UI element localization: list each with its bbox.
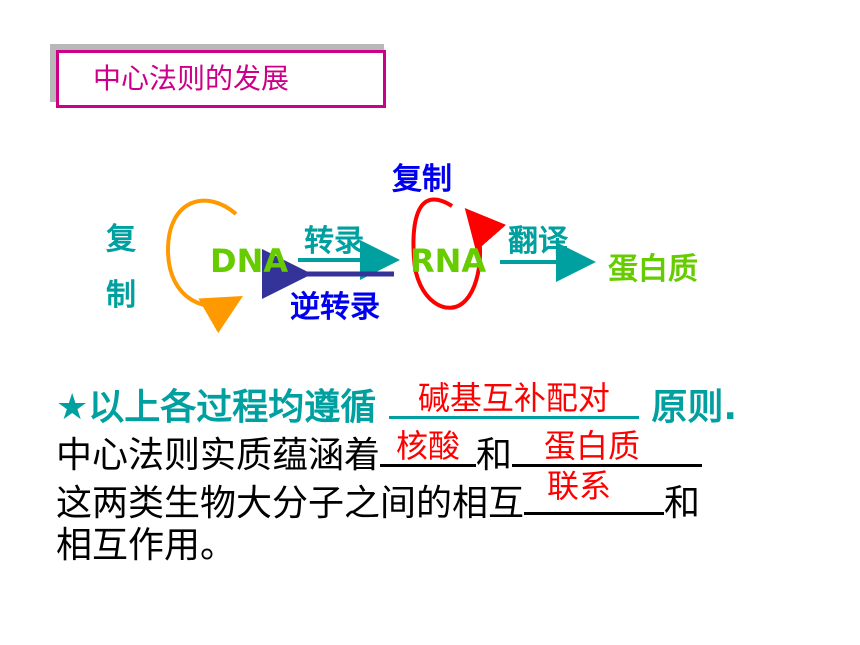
translation-label: 翻译 [508,224,568,259]
answer-base-pairing: 碱基互补配对 [417,379,610,417]
summary-text: ★以上各过程均遵循 碱基互补配对 原则. 中心法则实质蕴涵着核酸和蛋白质 这两类… [56,378,846,570]
line3-suffix: 和 [664,483,701,524]
dna-replication-loop [165,198,243,334]
reverse-transcription-label: 逆转录 [290,290,380,325]
rna-replication-loop [411,197,507,310]
blank-connection: 联系 [524,467,665,515]
line2-prefix: 中心法则实质蕴涵着 [56,435,381,476]
rna-replication-label: 复制 [392,162,452,197]
answer-protein: 蛋白质 [544,427,641,465]
page-title: 中心法则的发展 [56,50,386,108]
line1-suffix: 原则. [651,387,738,428]
summary-line-3: 这两类生物大分子之间的相互联系 和 [56,467,846,524]
summary-line-1: ★以上各过程均遵循 碱基互补配对 原则. [56,378,846,428]
summary-line-4: 相互作用。 [56,522,846,570]
answer-nucleic-acid: 核酸 [396,427,461,465]
protein-label: 蛋白质 [608,252,698,287]
dna-replication-label-bottom: 制 [106,278,136,313]
line3-prefix: 这两类生物大分子之间的相互 [56,483,525,524]
blank-base-pairing: 碱基互补配对 [388,378,639,419]
rna-label: RNA [410,242,487,280]
summary-line-2: 中心法则实质蕴涵着核酸和蛋白质 [56,426,846,476]
answer-connection: 联系 [547,467,612,505]
blank-protein: 蛋白质 [512,426,703,467]
line1-prefix: 以上各过程均遵循 [88,387,377,428]
dna-replication-label-top: 复 [106,222,136,257]
dna-label: DNA [210,242,289,280]
line4-text: 相互作用。 [56,525,237,566]
star-icon: ★ [56,387,89,428]
line2-mid: 和 [476,435,513,476]
page-title-text: 中心法则的发展 [93,62,290,95]
transcription-label: 转录 [304,224,364,259]
blank-nucleic-acid: 核酸 [380,426,477,467]
